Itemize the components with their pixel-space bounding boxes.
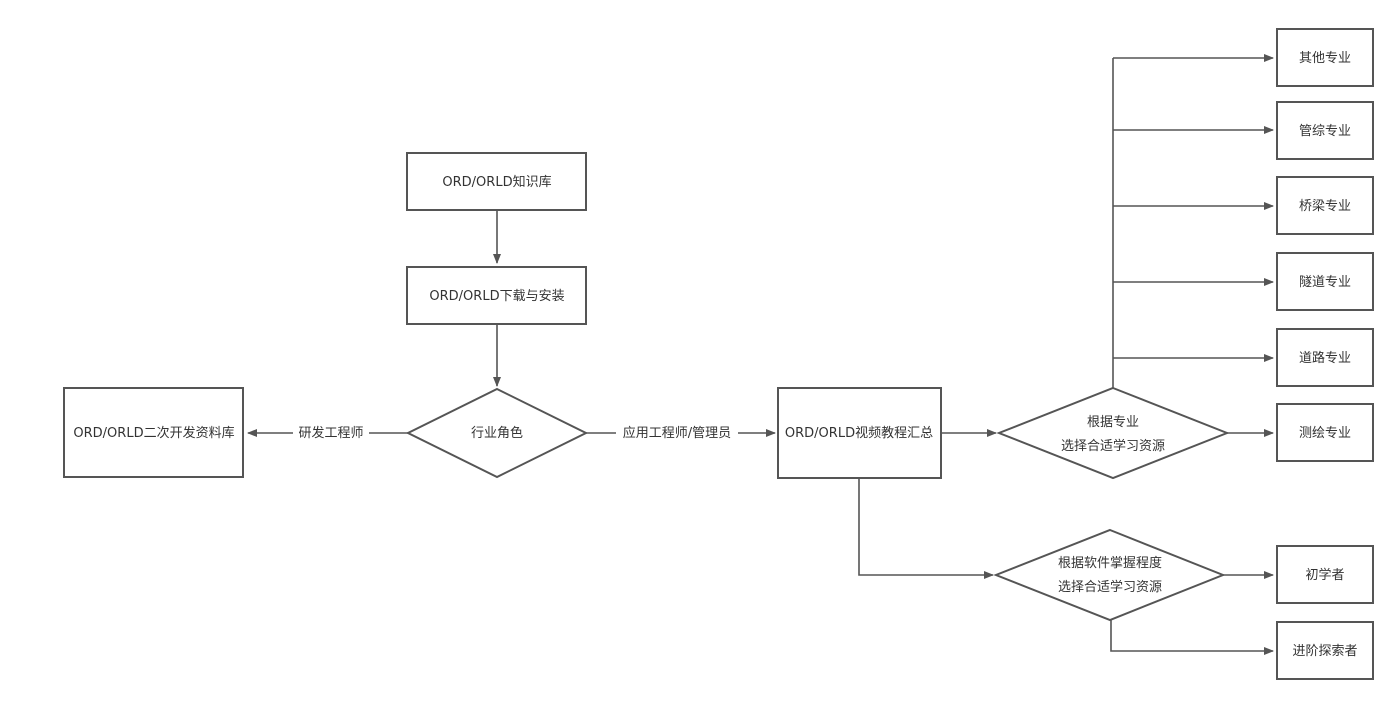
node-major-bridge: 桥梁专业 [1276,176,1374,235]
node-video-tutorials: ORD/ORLD视频教程汇总 [777,387,942,479]
edges [247,54,1274,655]
node-by-major-line2: 选择合适学习资源 [1061,438,1165,454]
node-video-tutorials-label: ORD/ORLD视频教程汇总 [785,425,933,441]
node-by-proficiency-line2: 选择合适学习资源 [1058,579,1162,595]
node-major-survey-label: 测绘专业 [1299,426,1351,441]
edge-video-to-byproficiency [858,479,994,579]
node-major-road: 道路专业 [1276,328,1374,387]
edge-label-rd-engineer-text: 研发工程师 [298,425,363,441]
node-knowledge-base: ORD/ORLD知识库 [406,152,587,211]
node-major-other-label: 其他专业 [1299,51,1351,66]
node-knowledge-base-label: ORD/ORLD知识库 [442,174,551,190]
node-major-tunnel-label: 隧道专业 [1299,274,1351,290]
node-industry-role-label: 行业角色 [471,425,523,441]
node-advanced-label: 进阶探索者 [1292,644,1357,659]
node-advanced: 进阶探索者 [1276,621,1374,680]
node-major-road-label: 道路专业 [1299,350,1351,366]
node-by-major: 根据专业 选择合适学习资源 [996,386,1230,480]
node-major-pipe: 管综专业 [1276,101,1374,160]
edge-to-advanced [1110,619,1274,655]
node-major-tunnel: 隧道专业 [1276,252,1374,311]
node-by-major-line1: 根据专业 [1087,415,1139,430]
edge-label-app-engineer-text: 应用工程师/管理员 [623,425,731,441]
node-industry-role: 行业角色 [405,387,589,479]
edge-label-rd-engineer: 研发工程师 [293,424,369,442]
node-major-pipe-label: 管综专业 [1299,124,1351,139]
node-dev-library-label: ORD/ORLD二次开发资料库 [73,425,234,441]
node-dev-library: ORD/ORLD二次开发资料库 [63,387,244,478]
node-by-proficiency: 根据软件掌握程度 选择合适学习资源 [993,528,1226,622]
node-major-other: 其他专业 [1276,28,1374,87]
node-download-install: ORD/ORLD下载与安装 [406,266,587,325]
node-major-bridge-label: 桥梁专业 [1299,199,1351,214]
node-beginner: 初学者 [1276,545,1374,604]
node-beginner-label: 初学者 [1305,567,1344,583]
node-download-install-label: ORD/ORLD下载与安装 [429,289,564,304]
node-major-survey: 测绘专业 [1276,403,1374,462]
node-by-proficiency-line1: 根据软件掌握程度 [1058,555,1162,571]
edge-label-app-engineer: 应用工程师/管理员 [616,424,738,442]
